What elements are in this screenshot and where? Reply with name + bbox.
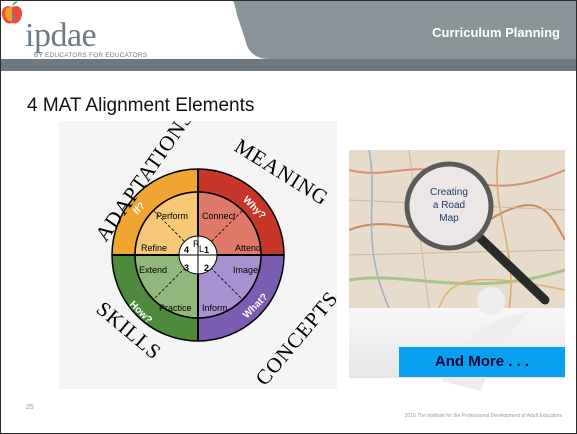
footer-copyright: 2016 The Institute for the Professional … (404, 413, 562, 419)
center-r: R (193, 239, 200, 249)
caption-line-1: Creating (430, 187, 468, 198)
center-l: L (199, 244, 204, 254)
slide-header: ipdae BY EDUCATORS FOR EDUCATORS Curricu… (1, 1, 576, 71)
center-3: 3 (184, 263, 189, 273)
center-4: 4 (184, 245, 189, 255)
and-more-label: And More . . . (399, 347, 565, 377)
label-image: Image (233, 265, 258, 275)
label-connect: Connect (202, 211, 236, 221)
caption-line-3: Map (439, 213, 459, 224)
caption-line-2: a Road (433, 200, 465, 211)
header-tab (233, 1, 576, 59)
4mat-wheel: 4 1 3 2 R L Perform Connect Refine Atten… (59, 121, 337, 389)
magnifier-lens (404, 161, 494, 251)
section-title: Curriculum Planning (432, 25, 560, 40)
label-extend: Extend (139, 265, 167, 275)
slide-title: 4 MAT Alignment Elements (27, 95, 255, 116)
header-bar (1, 59, 576, 71)
label-practice: Practice (159, 303, 192, 313)
magnifier-handle (472, 230, 550, 305)
center-1: 1 (204, 245, 209, 255)
apple-icon (1, 1, 23, 24)
label-attend: Attend (235, 243, 261, 253)
header-background (1, 1, 576, 71)
label-refine: Refine (141, 243, 167, 253)
center-2: 2 (204, 263, 209, 273)
logo: ipdae (25, 17, 97, 54)
label-inform: Inform (202, 303, 228, 313)
label-perform: Perform (156, 211, 188, 221)
page-number: 25 (26, 404, 34, 411)
road-map-image: Creating a Road Map (349, 150, 565, 308)
logo-tagline: BY EDUCATORS FOR EDUCATORS (34, 52, 148, 59)
